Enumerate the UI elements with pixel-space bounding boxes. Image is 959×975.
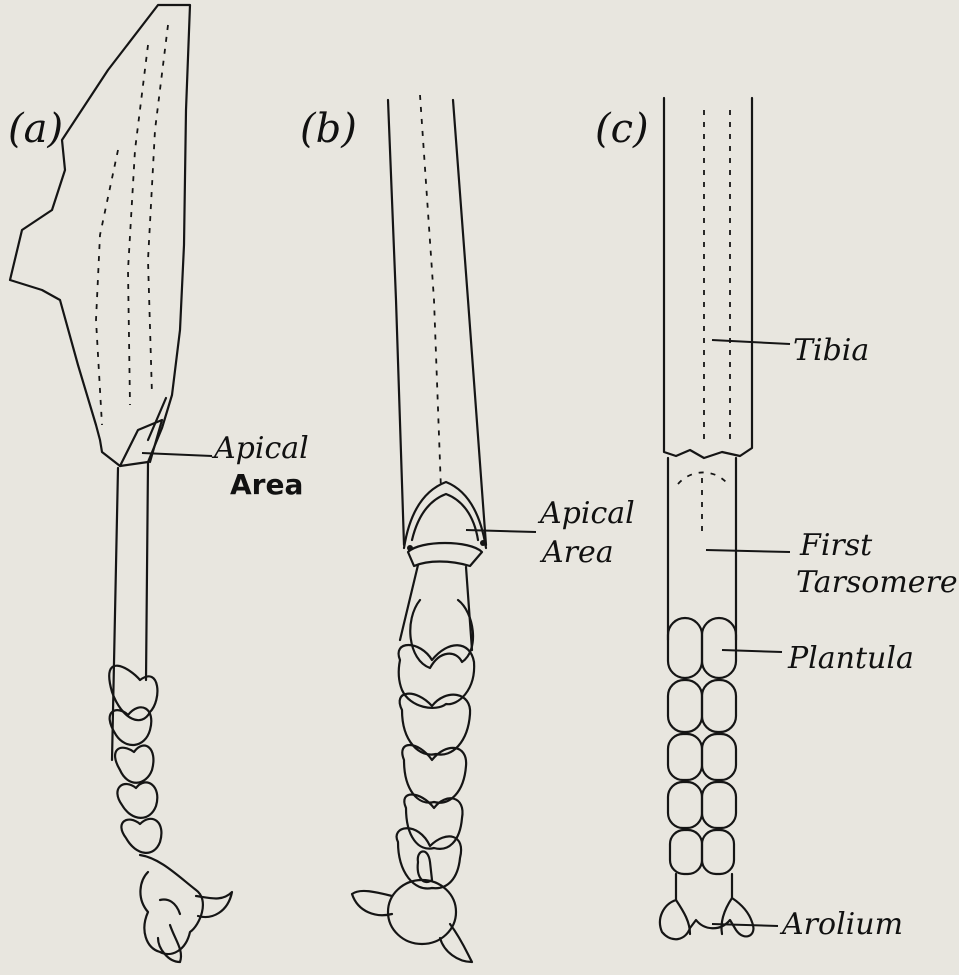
panel-a-tarsal-lobes [109, 666, 161, 853]
panel-a-apical-area [120, 420, 162, 466]
panel-c-first-tarsomere [668, 458, 736, 640]
panel-a-pretarsus [140, 855, 232, 962]
panel-a: (a) Apical Area [8, 5, 309, 962]
panel-b-label: (b) [300, 106, 357, 152]
panel-c: (c) Tibia [595, 98, 958, 942]
panel-c-first-label-line1: First [799, 528, 873, 563]
panel-c-tibia [664, 98, 752, 458]
panel-b-apical-area [404, 482, 486, 566]
panel-c-pretarsus [660, 874, 753, 939]
panel-a-tarsus-right [146, 463, 148, 680]
panel-b-tibia-right [453, 100, 486, 545]
panel-b-tibia-left [388, 100, 404, 545]
panel-b: (b) [300, 95, 635, 962]
panel-c-arolium-label: Arolium [779, 907, 903, 942]
panel-b-tarsal-lobes [397, 600, 475, 889]
panel-c-label: (c) [595, 106, 649, 152]
panel-a-dash-2 [128, 45, 148, 405]
panel-b-pretarsus [352, 880, 472, 962]
panel-c-plantulae [668, 618, 736, 874]
panel-c-first-leader [706, 550, 790, 552]
panel-a-dash-1 [148, 25, 168, 395]
panel-b-apical-label-line1: Apical [537, 496, 635, 531]
panel-a-apical-label-line2: Area [230, 468, 303, 501]
panel-c-plantula-label: Plantula [787, 641, 914, 676]
panel-b-tibia-dash [420, 95, 441, 490]
panel-a-dash-3 [96, 150, 118, 425]
panel-b-apical-label-line2: Area [539, 535, 614, 570]
panel-c-plantula-leader [722, 650, 782, 652]
panel-c-first-label-line2: Tarsomere [796, 565, 958, 600]
panel-a-tarsus-left [112, 468, 118, 760]
panel-a-label: (a) [8, 106, 63, 152]
panel-c-tibia-label: Tibia [793, 333, 869, 368]
panel-a-apical-label-line1: Apical [211, 431, 309, 466]
